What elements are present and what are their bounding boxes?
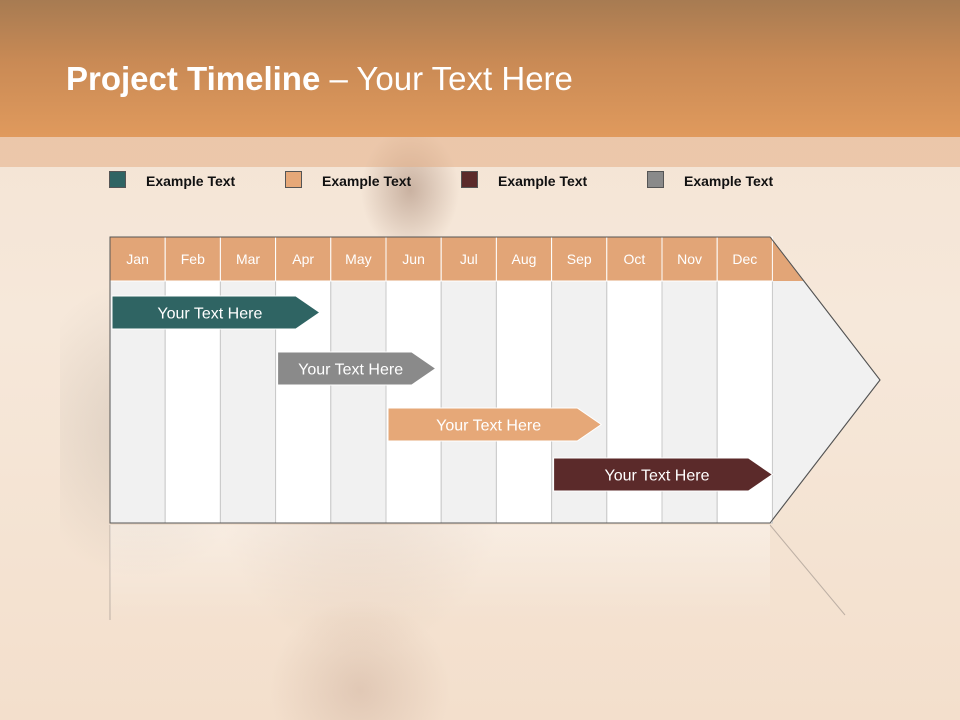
month-label: Apr — [292, 251, 314, 267]
month-label: Aug — [512, 251, 537, 267]
legend-swatch — [109, 171, 126, 188]
month-header-cell — [330, 236, 387, 282]
timeline-bar — [277, 351, 437, 386]
month-label: Dec — [732, 251, 757, 267]
legend-label: Example Text — [146, 173, 236, 189]
month-header-cell — [275, 236, 332, 282]
month-label: Jan — [126, 251, 149, 267]
month-label: Jul — [460, 251, 478, 267]
month-column — [440, 236, 497, 524]
month-label: Mar — [236, 251, 260, 267]
month-header-cell — [385, 236, 442, 282]
legend-swatch — [647, 171, 664, 188]
month-header-cell — [164, 236, 221, 282]
timeline-bar-label: Your Text Here — [298, 362, 403, 379]
title-banner-band — [0, 137, 960, 167]
timeline-arrow-outline — [109, 236, 881, 524]
timeline-bar-label: Your Text Here — [157, 306, 262, 323]
month-label: Oct — [624, 251, 646, 267]
month-label: Sep — [567, 251, 592, 267]
month-column — [164, 236, 221, 524]
month-header-cell — [109, 236, 166, 282]
month-column — [219, 236, 277, 524]
month-headers: Jan Feb Mar Apr May Jun Jul Aug Sep Oct Nov Dec — [109, 236, 773, 282]
month-column — [495, 236, 553, 524]
timeline-bar — [553, 457, 774, 492]
month-label: May — [345, 251, 371, 267]
timeline-reflection — [109, 524, 846, 620]
title-bold: Project Timeline — [66, 60, 321, 97]
month-label: Feb — [181, 251, 205, 267]
legend-label: Example Text — [684, 173, 774, 189]
legend-label: Example Text — [498, 173, 588, 189]
timeline-bar-label: Your Text Here — [436, 418, 541, 435]
month-label: Nov — [677, 251, 702, 267]
page-title: Project Timeline – Your Text Here — [66, 60, 573, 98]
legend-swatch — [285, 171, 302, 188]
timeline-bar — [387, 407, 603, 442]
legend-label: Example Text — [322, 173, 412, 189]
month-header-cell — [440, 236, 497, 282]
month-label: Jun — [402, 251, 425, 267]
timeline-bar — [111, 295, 321, 330]
legend-swatch — [461, 171, 478, 188]
timeline-bar-label: Your Text Here — [605, 468, 710, 485]
title-banner — [0, 0, 960, 137]
month-header-cell — [495, 236, 553, 282]
month-column — [109, 236, 166, 524]
month-header-cell — [606, 236, 663, 282]
title-subtitle: – Your Text Here — [320, 60, 573, 97]
